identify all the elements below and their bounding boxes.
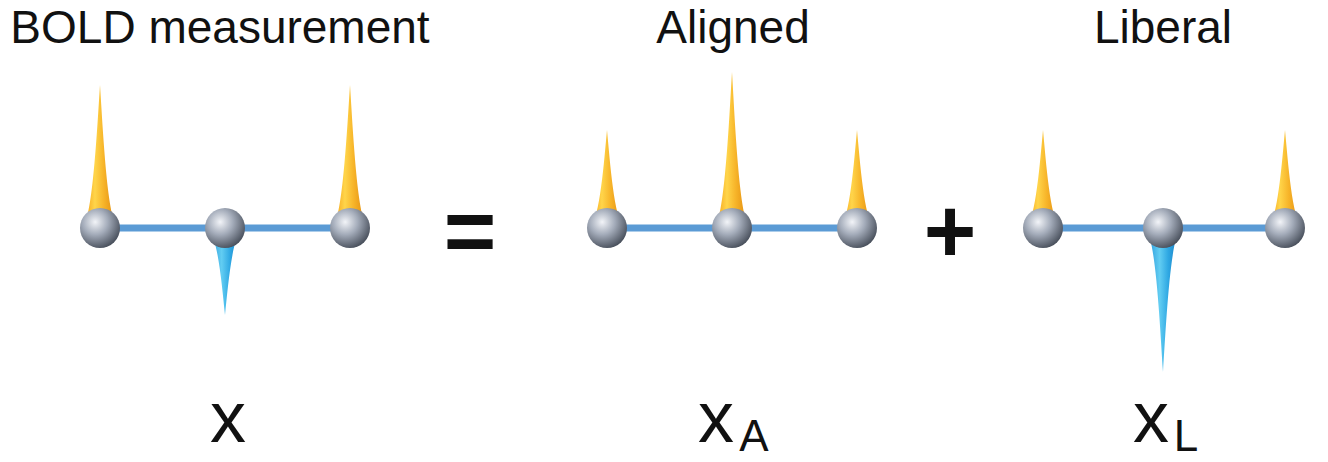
- positive-spike: [83, 85, 117, 228]
- panel-title: BOLD measurement: [10, 4, 429, 50]
- graph-vertex: [330, 208, 370, 248]
- positive-spike: [333, 85, 367, 228]
- panel-title: Liberal: [1094, 4, 1232, 50]
- signal-subscript: A: [739, 414, 768, 458]
- graph-vertex: [1265, 208, 1305, 248]
- graph-edges: [100, 225, 1285, 232]
- operator-symbol: =: [444, 186, 497, 276]
- graph-vertex: [837, 208, 877, 248]
- signal-symbol: x: [1133, 381, 1169, 453]
- operator-symbol: +: [924, 186, 977, 276]
- graph-vertices: [80, 208, 1305, 248]
- signal-spikes: [83, 72, 1302, 372]
- signal-symbol: x: [698, 381, 734, 453]
- graph-vertex: [712, 208, 752, 248]
- graph-vertex: [80, 208, 120, 248]
- graph-vertex: [1023, 208, 1063, 248]
- graph-vertex: [1143, 208, 1183, 248]
- graph-vertex: [205, 208, 245, 248]
- graph-vertex: [587, 208, 627, 248]
- signal-symbol: x: [210, 381, 246, 453]
- negative-spike: [1146, 228, 1180, 372]
- panel-title: Aligned: [656, 4, 809, 50]
- positive-spike: [715, 72, 749, 228]
- signal-subscript: L: [1174, 414, 1198, 458]
